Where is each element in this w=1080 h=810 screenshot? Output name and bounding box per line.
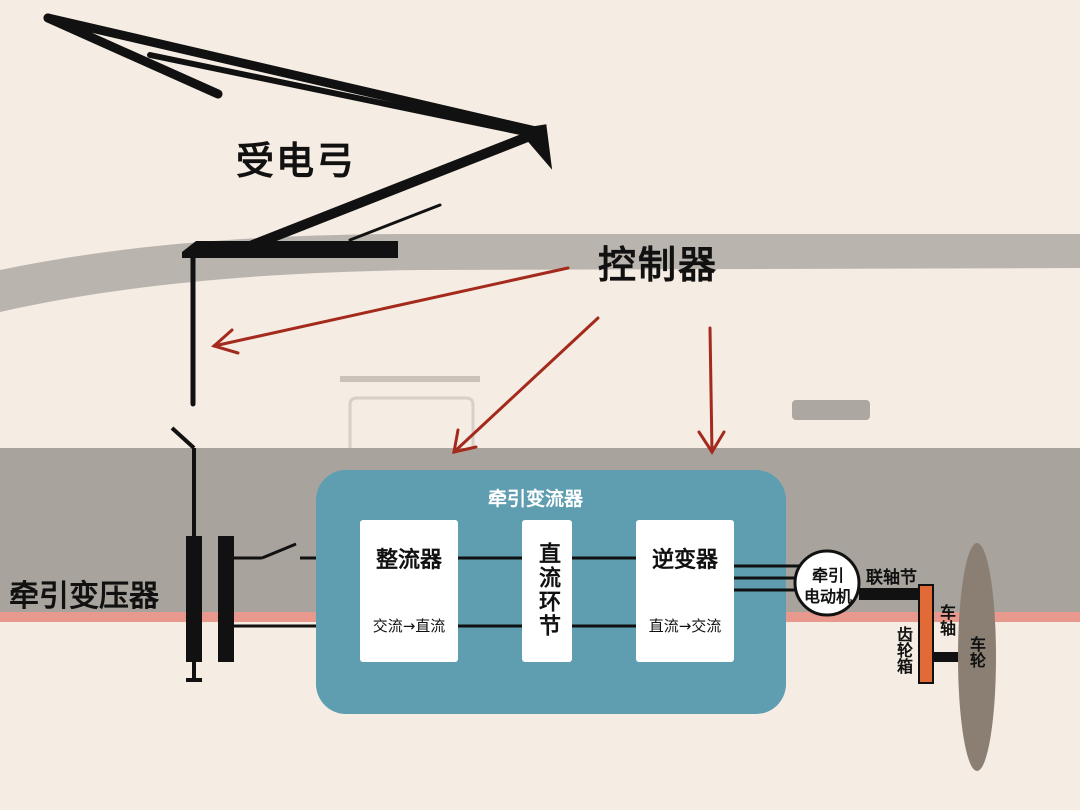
internal-wires	[458, 556, 800, 628]
train-door-outline	[348, 396, 475, 448]
dc-link-title: 直流环节	[535, 542, 560, 638]
rectifier-title: 整流器	[375, 548, 442, 573]
motor-label-line1: 牵引	[811, 566, 844, 585]
rectifier-subtitle: 交流→直流	[372, 617, 446, 635]
axle-label: 车轴	[937, 604, 956, 636]
converter-label: 牵引变流器	[488, 488, 584, 510]
pantograph	[43, 13, 553, 407]
controller-label: 控制器	[598, 243, 719, 287]
motor-label-line2: 电动机	[803, 587, 852, 606]
transformer-label: 牵引变压器	[9, 579, 159, 614]
wheel	[958, 543, 996, 771]
controller-arrows	[210, 266, 726, 455]
train-door-top	[340, 376, 480, 382]
coupling-shaft	[859, 588, 921, 600]
rectifier-box: 整流器 交流→直流	[360, 520, 458, 662]
inverter-subtitle: 直流→交流	[648, 617, 722, 635]
wheel-label: 车轮	[967, 636, 986, 668]
inverter-box: 逆变器 直流→交流	[636, 520, 734, 662]
inverter-title: 逆变器	[651, 548, 718, 573]
traction-transformer	[170, 426, 234, 682]
traction-motor	[793, 549, 861, 617]
gearbox-label: 齿轮箱	[894, 626, 913, 674]
gearbox-block	[918, 584, 934, 684]
dc-link-box: 直流环节	[522, 520, 572, 662]
train-window	[792, 400, 870, 420]
pantograph-label: 受电弓	[236, 139, 357, 183]
axle-shaft	[933, 652, 973, 662]
coupling-label: 联轴节	[866, 568, 917, 588]
